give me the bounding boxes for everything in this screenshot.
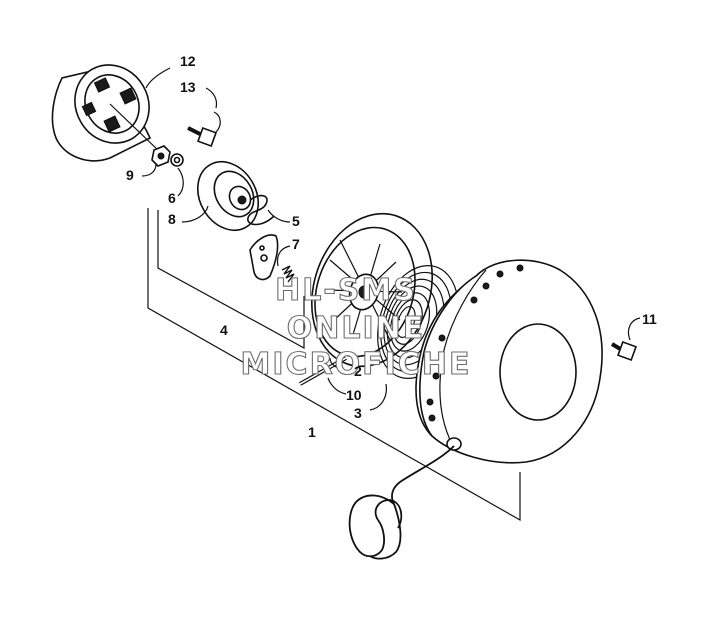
watermark-line-2: ONLINE (287, 311, 426, 346)
callout-8: 8 (168, 211, 176, 227)
callout-10: 10 (346, 387, 362, 403)
callout-13: 13 (180, 79, 196, 95)
callout-4: 4 (220, 322, 228, 338)
bolt-part-13 (187, 111, 221, 147)
starter-rope (348, 445, 455, 560)
bolt-part-11 (610, 317, 641, 361)
pin-part-10 (299, 356, 347, 386)
callout-12: 12 (180, 53, 196, 69)
spring-clip-part-5 (247, 194, 275, 226)
starter-cup-part-12 (51, 64, 161, 162)
pawl-spring-part-7 (281, 265, 295, 283)
starter-housing (415, 259, 603, 464)
callout-labels: 12 13 9 6 8 5 7 4 11 2 10 3 1 (126, 53, 657, 440)
watermark-line-3: MICROFICHE (241, 347, 472, 382)
callout-9: 9 (126, 167, 134, 183)
washer-part-6 (170, 153, 184, 167)
callout-11: 11 (642, 311, 657, 327)
leader-lines (141, 67, 521, 522)
callout-2: 2 (354, 363, 362, 379)
callout-3: 3 (354, 405, 362, 421)
watermark-line-1: HL-SMS (275, 273, 417, 308)
callout-1: 1 (308, 424, 316, 440)
rope-reel-part-2 (311, 212, 433, 368)
callout-7: 7 (292, 236, 300, 252)
pawl-part-7 (249, 234, 279, 281)
callout-6: 6 (168, 190, 176, 206)
callout-5: 5 (292, 213, 300, 229)
nut-part-9 (151, 145, 171, 167)
drive-plate-part-8 (197, 161, 259, 231)
watermark: HL-SMS ONLINE MICROFICHE (240, 272, 472, 382)
